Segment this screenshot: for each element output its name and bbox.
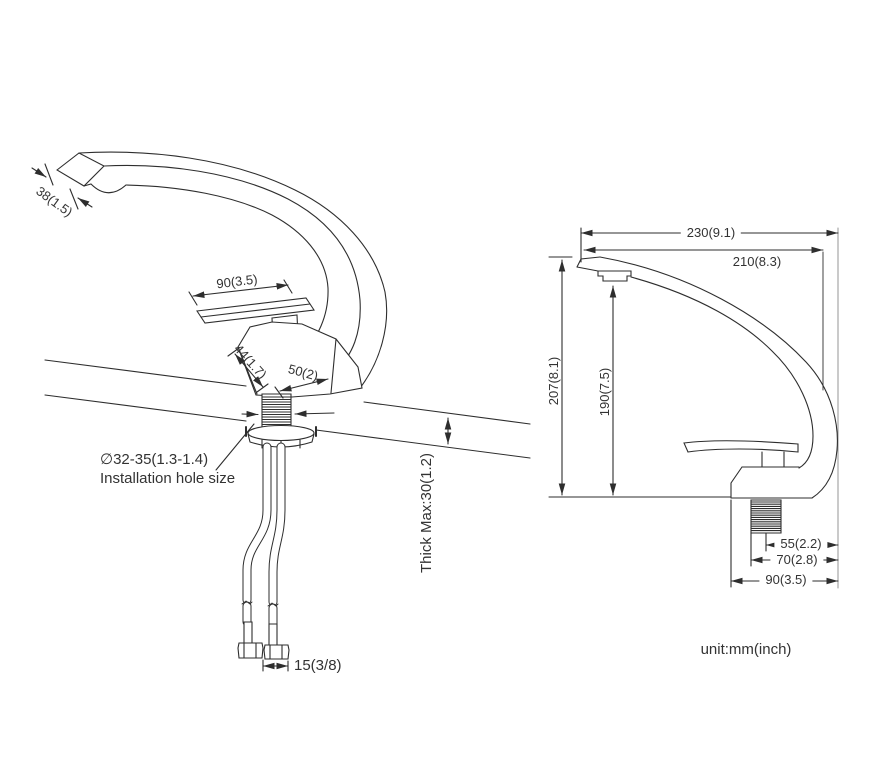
- faucet-profile: [576, 256, 838, 499]
- hole-size-value: ∅32-35(1.3-1.4): [100, 451, 209, 468]
- dim-spout-width: [31, 163, 93, 210]
- extension-lines: [548, 227, 839, 589]
- spout-head: [56, 152, 127, 194]
- dim-hose-thread: [262, 659, 289, 672]
- supply-hoses: [237, 442, 290, 660]
- mounting-nut: [245, 424, 317, 450]
- countertop: [44, 359, 531, 459]
- deck-thickness-label: Thick Max:30(1.2): [417, 452, 435, 574]
- dim-body-width: [274, 378, 329, 399]
- dim-label-hose-thread: 15(3/8): [294, 657, 342, 674]
- dim-label-spout-height: 190(7.5): [596, 367, 612, 417]
- dim-label-base-depth: 90(3.5): [759, 572, 813, 588]
- hole-size-caption: Installation hole size: [100, 470, 236, 487]
- dim-label-overall-reach: 230(9.1): [680, 225, 742, 241]
- curved-spout-arm: [78, 151, 388, 389]
- dim-body-depth: [227, 347, 269, 393]
- unit-note: unit:mm(inch): [700, 640, 792, 658]
- dim-label-shank-to-back: 70(2.8): [770, 552, 824, 568]
- hole-size-arrows: [215, 410, 335, 471]
- right-view-lineart: [548, 227, 839, 589]
- dim-label-shank-offset: 55(2.2): [774, 536, 828, 552]
- dim-label-spout-reach: 210(8.3): [732, 253, 782, 269]
- dim-label-overall-height: 207(8.1): [545, 356, 561, 406]
- threaded-shank-side: [750, 499, 782, 534]
- left-view-lineart: [31, 151, 531, 672]
- dim-handle-length: [188, 279, 293, 306]
